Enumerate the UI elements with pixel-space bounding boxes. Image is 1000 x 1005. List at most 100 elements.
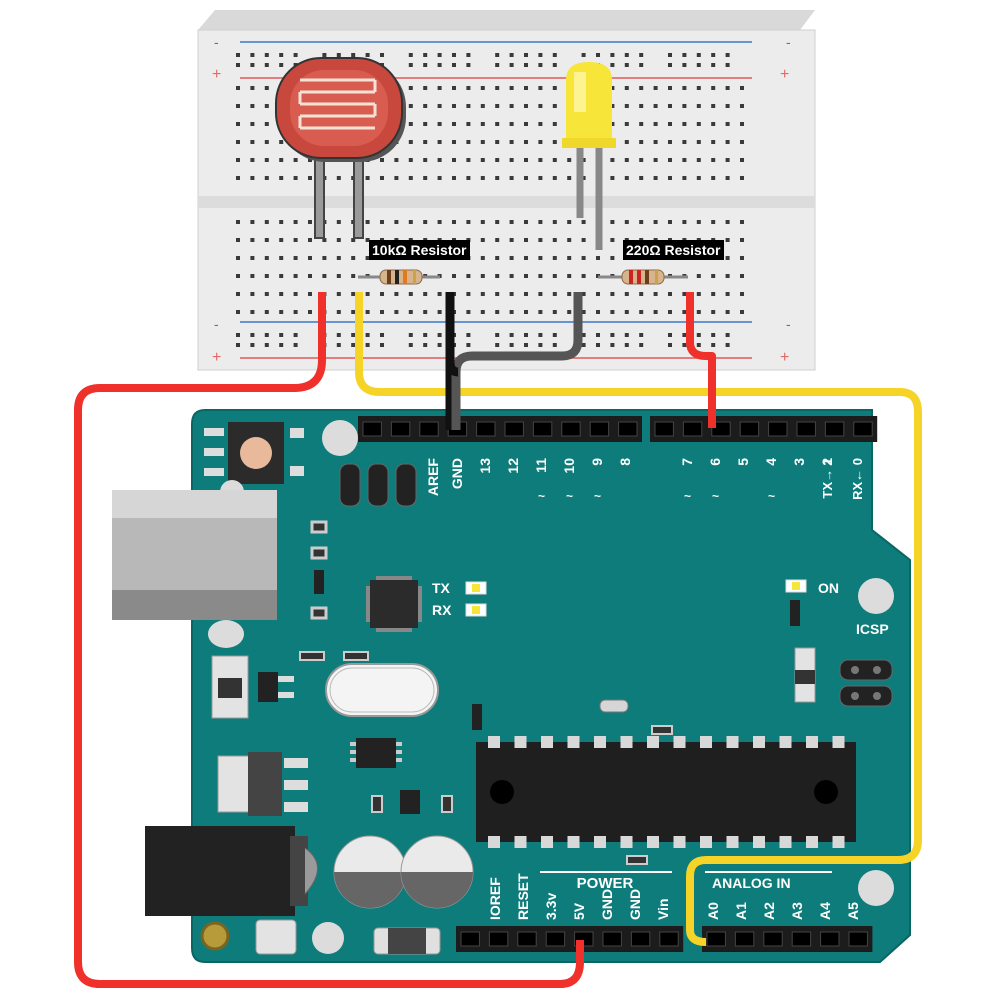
breadboard-hole: [639, 53, 644, 57]
header-socket[interactable]: [763, 931, 783, 947]
header-socket[interactable]: [682, 421, 703, 437]
breadboard-hole: [581, 292, 586, 296]
breadboard-hole: [610, 310, 615, 314]
usb-port[interactable]: [112, 490, 277, 620]
reset-button[interactable]: [204, 422, 304, 484]
header-socket[interactable]: [460, 931, 480, 947]
header-socket[interactable]: [824, 421, 845, 437]
breadboard-hole: [380, 292, 384, 296]
breadboard-hole: [236, 86, 240, 90]
breadboard-hole: [495, 122, 500, 126]
breadboard-hole: [480, 104, 485, 108]
header-socket[interactable]: [848, 931, 868, 947]
breadboard-hole: [236, 274, 240, 278]
breadboard-hole: [524, 63, 528, 67]
breadboard-hole: [639, 333, 644, 337]
header-socket[interactable]: [659, 931, 679, 947]
header-socket[interactable]: [545, 931, 566, 947]
breadboard-hole: [351, 238, 356, 242]
header-socket[interactable]: [419, 421, 439, 437]
header-socket[interactable]: [853, 421, 873, 437]
digital-pin-label-11: 11: [533, 458, 549, 473]
power-header[interactable]: [456, 926, 684, 952]
breadboard-hole: [653, 292, 658, 296]
header-socket[interactable]: [488, 931, 509, 947]
breadboard-hole: [552, 220, 557, 224]
breadboard-hole: [250, 343, 255, 347]
breadboard-hole: [696, 53, 701, 57]
breadboard-hole: [480, 86, 485, 90]
digital-pin-label-8: 8: [617, 458, 633, 466]
breadboard-hole: [524, 104, 528, 108]
fuse: [255, 919, 297, 955]
power-pin-label-5v: 5V: [571, 902, 587, 920]
breadboard-hole: [682, 104, 687, 108]
breadboard-hole: [740, 104, 744, 108]
header-socket[interactable]: [711, 421, 731, 437]
breadboard-hole: [610, 220, 615, 224]
wires: [74, 292, 922, 988]
chip-pin: [541, 836, 553, 848]
header-socket[interactable]: [791, 931, 812, 947]
breadboard-hole: [466, 122, 471, 126]
header-socket[interactable]: [602, 931, 622, 947]
analog-header[interactable]: [702, 926, 873, 952]
resistor-10k-label: 10kΩ Resistor: [369, 240, 470, 260]
breadboard-hole: [725, 53, 730, 57]
header-socket[interactable]: [390, 421, 411, 437]
transistor: [258, 672, 278, 702]
header-socket[interactable]: [517, 931, 537, 947]
breadboard-hole: [552, 104, 557, 108]
header-socket[interactable]: [630, 931, 651, 947]
breadboard-hole: [437, 122, 442, 126]
breadboard-hole: [610, 63, 615, 67]
breadboard-hole: [495, 256, 500, 260]
breadboard-hole: [279, 176, 284, 180]
header-socket[interactable]: [820, 931, 840, 947]
breadboard-hole: [610, 158, 615, 162]
header-socket[interactable]: [739, 421, 760, 437]
header-socket[interactable]: [532, 421, 553, 437]
breadboard-hole: [538, 53, 543, 57]
breadboard-hole: [567, 274, 572, 278]
breadboard-hole: [322, 256, 327, 260]
header-socket[interactable]: [654, 421, 674, 437]
breadboard-hole: [250, 158, 255, 162]
header-socket[interactable]: [734, 931, 755, 947]
breadboard-hole: [581, 274, 586, 278]
breadboard-hole: [567, 256, 572, 260]
breadboard-hole: [279, 63, 284, 67]
header-socket[interactable]: [504, 421, 524, 437]
smd-components: [299, 520, 816, 865]
header-socket[interactable]: [362, 421, 382, 437]
header-socket[interactable]: [768, 421, 788, 437]
breadboard-hole: [509, 140, 514, 144]
header-socket[interactable]: [561, 421, 581, 437]
breadboard-hole: [236, 104, 240, 108]
breadboard-hole: [466, 333, 471, 337]
rail-minus-right-bottom: -: [786, 316, 791, 332]
breadboard-hole: [581, 176, 586, 180]
breadboard-hole: [581, 343, 586, 347]
header-socket[interactable]: [476, 421, 496, 437]
breadboard-hole: [624, 176, 629, 180]
dc-power-jack[interactable]: [145, 826, 318, 916]
breadboard-hole: [711, 343, 716, 347]
breadboard-hole: [653, 86, 658, 90]
header-socket[interactable]: [618, 421, 638, 437]
icsp-header[interactable]: [839, 659, 893, 707]
header-socket[interactable]: [796, 421, 816, 437]
header-socket[interactable]: [706, 931, 726, 947]
breadboard-hole: [250, 122, 255, 126]
breadboard-hole: [466, 158, 471, 162]
digital-header[interactable]: [358, 416, 878, 442]
breadboard-hole: [308, 292, 312, 296]
breadboard-hole: [668, 343, 672, 347]
breadboard-hole: [552, 122, 557, 126]
breadboard-hole: [610, 343, 615, 347]
header-socket[interactable]: [589, 421, 610, 437]
breadboard-hole: [308, 220, 312, 224]
mount-hole: [312, 922, 344, 954]
breadboard-hole: [480, 158, 485, 162]
